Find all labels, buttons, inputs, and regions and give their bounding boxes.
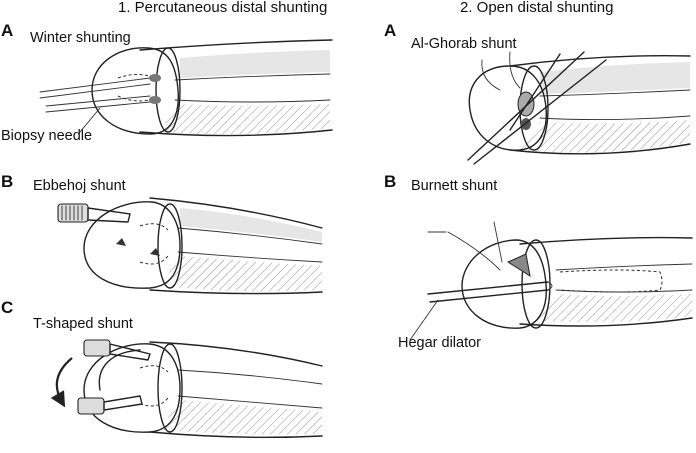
label-biopsy-needle: Biopsy needle [1, 128, 93, 144]
header-percutaneous: 1. Percutaneous distal shunting [118, 0, 328, 16]
drawing-burnett-shunt [409, 221, 693, 341]
drawing-ebbehoj-shunt [57, 197, 323, 295]
label-al-ghorab-shunt: Al-Ghorab shunt [411, 36, 517, 52]
label-burnett-shunt: Burnett shunt [411, 178, 498, 194]
panel-letter-left-b: B [1, 172, 14, 191]
label-winter-shunting: Winter shunting [30, 30, 131, 46]
label-t-shaped-shunt: T-shaped shunt [33, 316, 133, 332]
drawing-al-ghorab-shunt [467, 51, 691, 165]
label-ebbehoj-shunt: Ebbehoj shunt [33, 178, 126, 194]
panel-letter-left-a: A [1, 21, 14, 40]
drawing-t-shaped-shunt [50, 339, 323, 439]
panel-letter-left-c: C [1, 298, 14, 317]
panel-letter-right-b: B [384, 172, 397, 191]
drawing-winter-shunting [39, 39, 333, 137]
header-open: 2. Open distal shunting [460, 0, 614, 16]
label-hegar-dilator: Hegar dilator [398, 335, 482, 351]
panel-letter-right-a: A [384, 21, 397, 40]
